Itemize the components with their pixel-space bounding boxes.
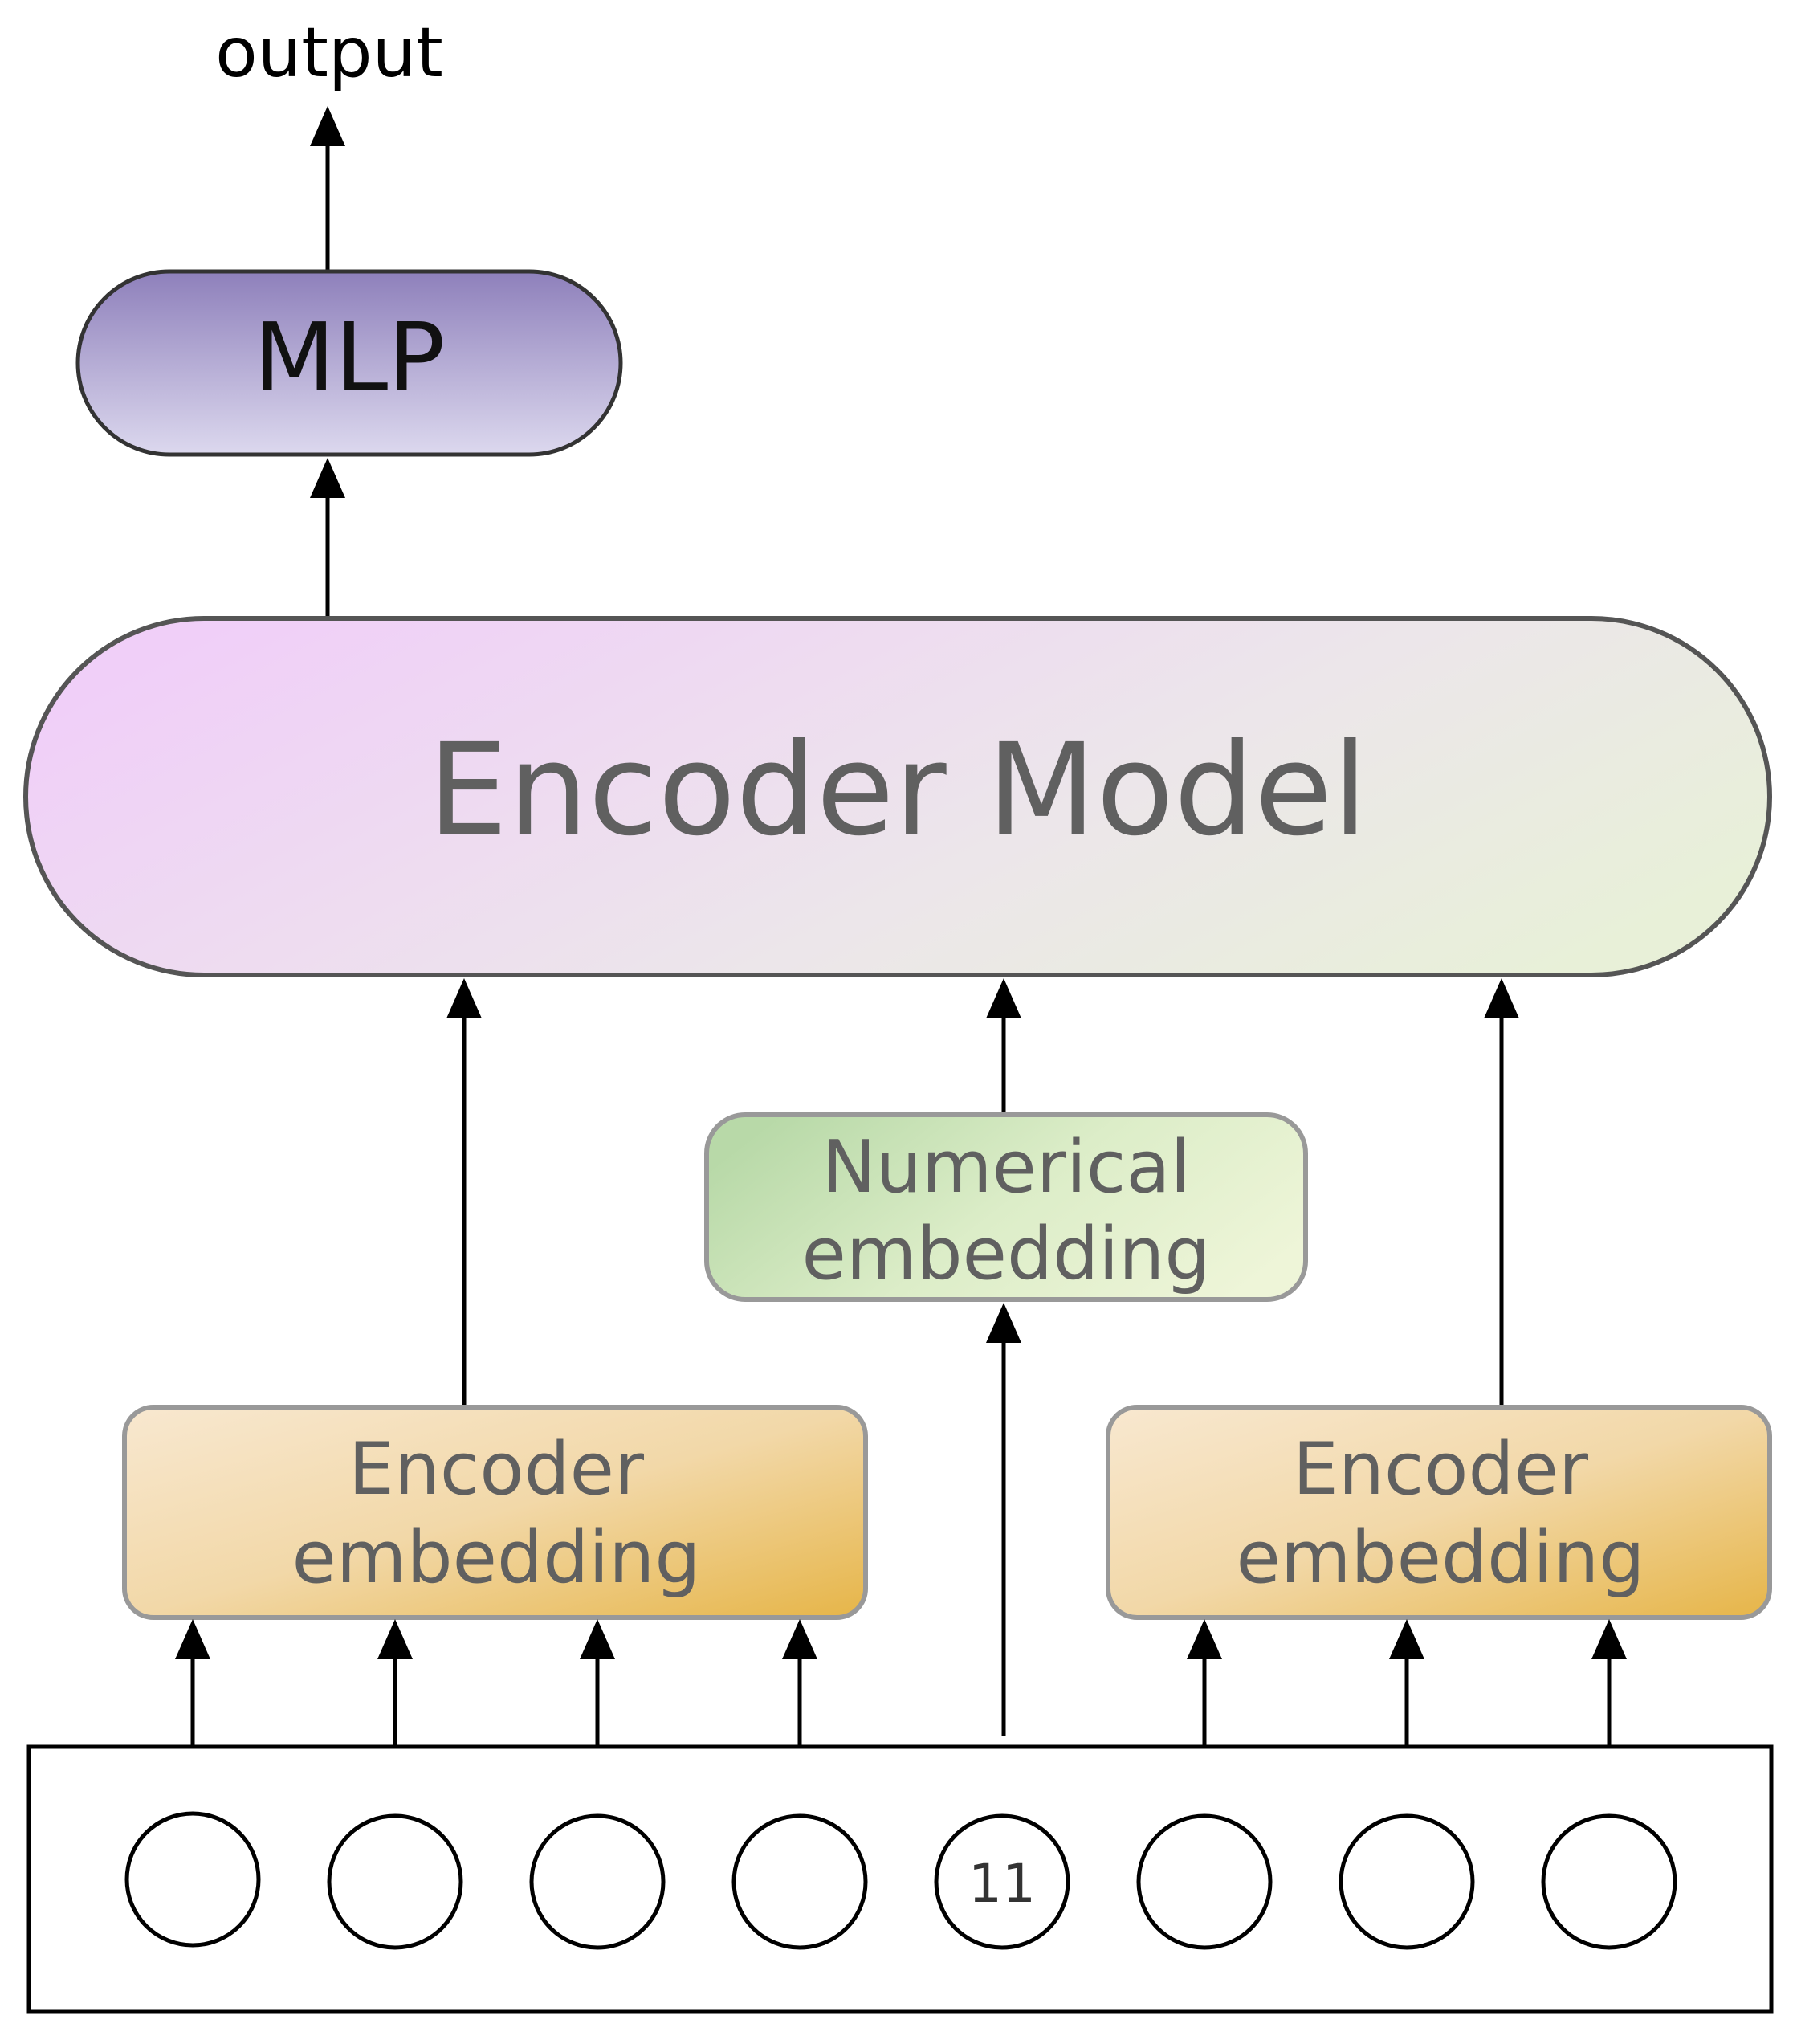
input-token-6	[1136, 1813, 1273, 1950]
arrows-inputs-to-right-embedding	[1187, 1619, 1627, 1747]
encoder-model-block: Encoder Model	[23, 616, 1772, 977]
input-token-8	[1541, 1813, 1677, 1950]
numerical-embedding-line2: embedding	[802, 1212, 1211, 1296]
arrow-encoder-to-mlp	[310, 458, 345, 618]
numerical-embedding-line1: Numerical	[821, 1125, 1190, 1210]
input-token-3	[529, 1813, 666, 1950]
mlp-block: MLP	[75, 269, 623, 457]
output-label: output	[215, 13, 443, 93]
encoder-embedding-left-block: Encoder embedding	[122, 1405, 868, 1620]
arrow-numerical-to-encoder	[986, 978, 1021, 1115]
mlp-label: MLP	[254, 302, 446, 413]
arrow-input-to-numerical	[986, 1303, 1021, 1736]
input-token-1	[124, 1811, 261, 1948]
arrows-inputs-to-left-embedding	[175, 1619, 817, 1747]
arrow-right-embedding-to-encoder	[1484, 978, 1519, 1407]
arrow-mlp-to-output	[310, 106, 345, 271]
encoder-embedding-right-line2: embedding	[1237, 1516, 1645, 1600]
input-token-5: 11	[934, 1813, 1070, 1950]
input-token-5-value: 11	[968, 1853, 1036, 1915]
numerical-embedding-block: Numerical embedding	[704, 1112, 1308, 1302]
input-token-4	[731, 1813, 868, 1950]
arrow-left-embedding-to-encoder	[446, 978, 482, 1407]
input-tokens: 11	[124, 1811, 1677, 1950]
input-token-2	[327, 1813, 463, 1950]
input-token-7	[1339, 1813, 1475, 1950]
encoder-embedding-left-line2: embedding	[292, 1516, 701, 1600]
encoder-embedding-left-line1: Encoder	[348, 1427, 644, 1512]
encoder-embedding-right-line1: Encoder	[1293, 1427, 1588, 1512]
encoder-model-label: Encoder Model	[428, 716, 1368, 864]
encoder-embedding-right-block: Encoder embedding	[1106, 1405, 1772, 1620]
input-token-container	[26, 1744, 1774, 2014]
